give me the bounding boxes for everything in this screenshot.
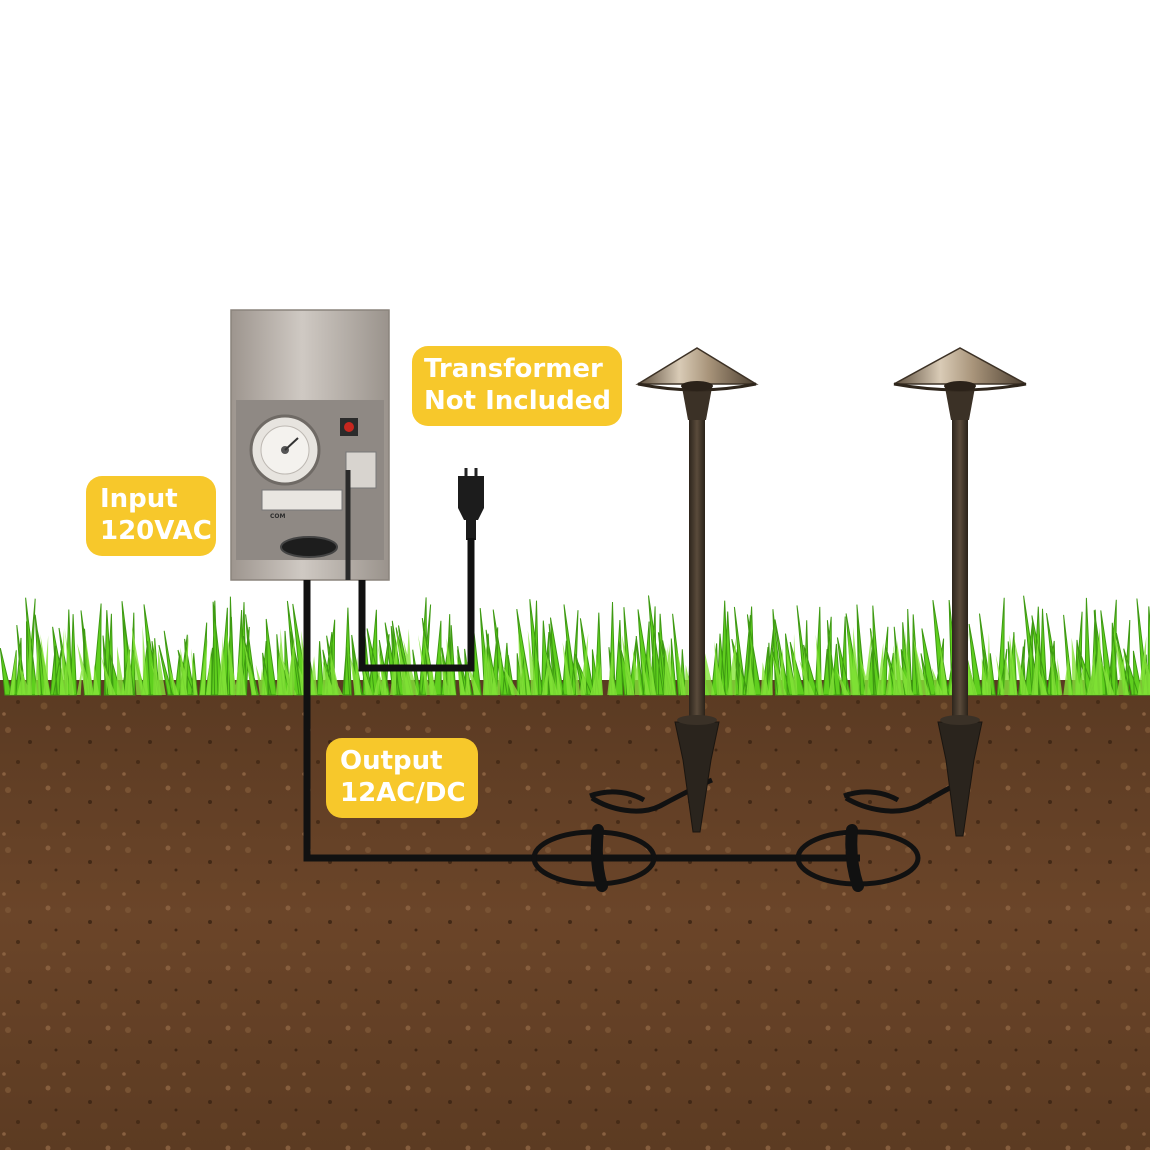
transformer-box: COM (230, 309, 390, 581)
input-cable (358, 538, 475, 672)
soil (0, 680, 1150, 1150)
terminal-label: COM (270, 513, 286, 520)
transformer-label-line2: Not Included (424, 386, 611, 416)
path-light-2 (893, 347, 1027, 837)
output-cable (303, 580, 860, 862)
grass (0, 595, 1150, 696)
power-plug-icon (458, 468, 484, 540)
input-label-line2: 120VAC (100, 516, 212, 546)
output-voltage-label: Output 12AC/DC (326, 738, 478, 818)
transformer-note-label: Transformer Not Included (412, 346, 622, 426)
output-label-line1: Output (340, 746, 443, 776)
transformer-label-line1: Transformer (424, 354, 603, 384)
cables (303, 538, 860, 862)
output-label-line2: 12AC/DC (340, 778, 466, 808)
input-voltage-label: Input 120VAC (86, 476, 216, 556)
input-label-line1: Input (100, 484, 178, 514)
cable-connectors (531, 775, 972, 892)
path-light-1 (635, 347, 759, 833)
terminal-block (261, 489, 343, 511)
